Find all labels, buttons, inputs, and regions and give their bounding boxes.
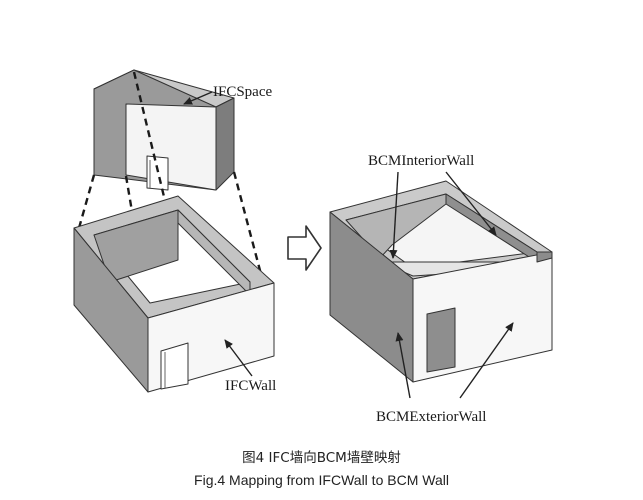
ifc-space-front-face: [125, 103, 217, 191]
bcm-right-edge: [536, 251, 553, 263]
leader-arrows: [183, 91, 514, 399]
ifc-wall-block: [73, 195, 275, 393]
mapping-arrow-icon: [287, 225, 322, 271]
bcm-interior-arrow-left: [389, 171, 399, 259]
bcm-door: [426, 307, 456, 373]
ifc-space-arrow: [183, 91, 213, 105]
bcm-interior-arrow-right: [445, 171, 497, 236]
bcm-wall-block: [329, 180, 553, 383]
bcm-exterior-arrow-right: [459, 322, 514, 399]
ifc-wall-door: [160, 342, 189, 390]
ifc-space-label: IFCSpace: [213, 84, 273, 100]
ifc-space-block: [93, 69, 235, 191]
bcm-exterior-arrow-left: [395, 332, 411, 399]
figure-caption-chinese: 图4 IFC墙向BCM墙壁映射: [242, 450, 401, 466]
figure-caption-english: Fig.4 Mapping from IFCWall to BCM Wall: [194, 472, 449, 488]
ifc-wall-arrow: [224, 339, 253, 377]
bcm-interior-wall-label: BCMInteriorWall: [368, 153, 474, 169]
ifc-space-door: [146, 155, 169, 191]
ifc-wall-label: IFCWall: [225, 378, 276, 394]
ifc-space-right-face: [215, 97, 235, 191]
bcm-exterior-wall-label: BCMExteriorWall: [376, 409, 486, 425]
